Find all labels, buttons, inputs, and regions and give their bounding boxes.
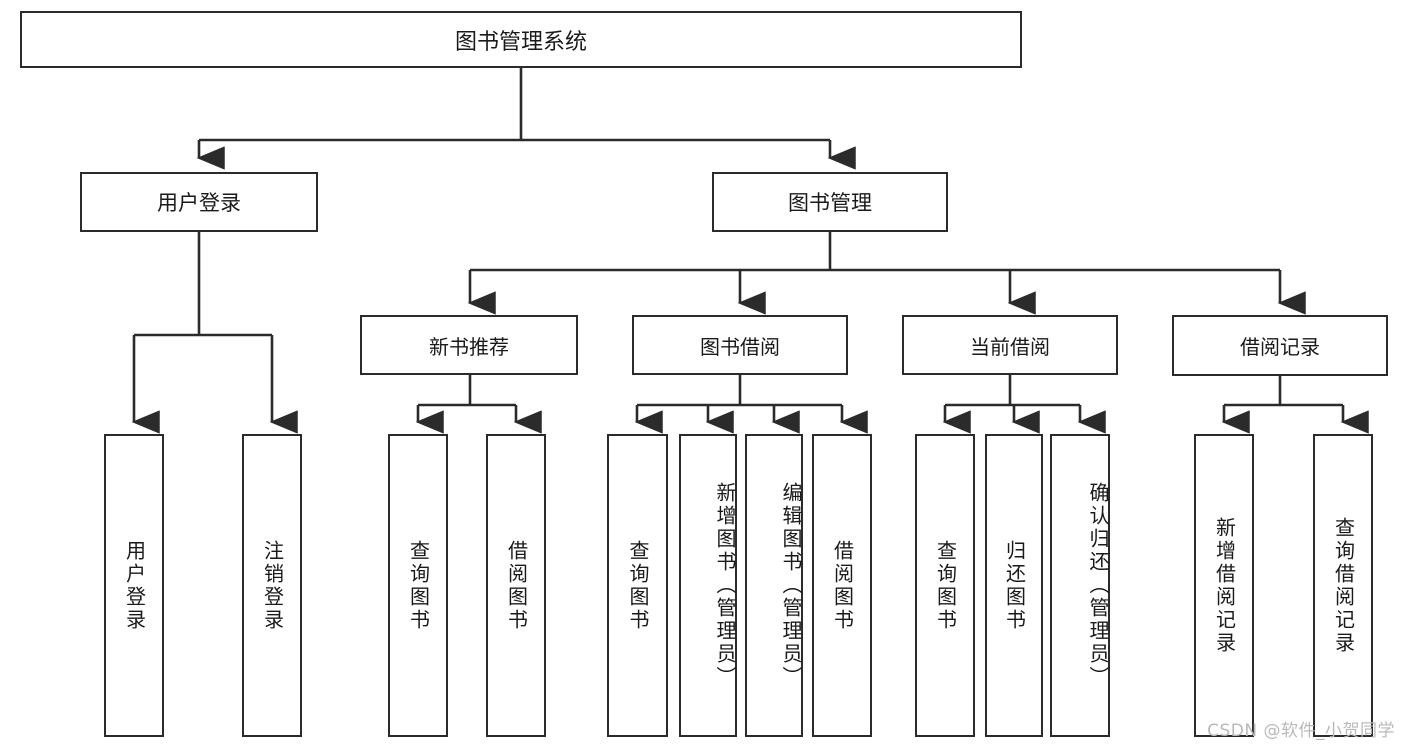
leaf-query-book-borrow[interactable]: 查询图书	[607, 434, 668, 737]
leaf-borrow-book[interactable]: 借阅图书	[812, 434, 872, 737]
leaf-confirm-return-admin[interactable]: 确认归还（管理员）	[1050, 434, 1110, 737]
node-current-borrow[interactable]: 当前借阅	[902, 315, 1118, 375]
node-borrow-record[interactable]: 借阅记录	[1172, 315, 1388, 376]
leaf-query-book-current[interactable]: 查询图书	[915, 434, 975, 737]
node-book-borrow[interactable]: 图书借阅	[632, 315, 848, 375]
csdn-watermark: CSDN @软件_小贺同学	[1207, 721, 1395, 741]
leaf-query-book-recommend[interactable]: 查询图书	[388, 434, 448, 737]
node-book-manage[interactable]: 图书管理	[712, 172, 948, 232]
node-new-book-recommend[interactable]: 新书推荐	[360, 315, 578, 375]
node-root-system[interactable]: 图书管理系统	[20, 11, 1022, 68]
node-user-login[interactable]: 用户登录	[80, 172, 318, 232]
leaf-user-login[interactable]: 用户登录	[104, 434, 164, 737]
leaf-return-book[interactable]: 归还图书	[985, 434, 1043, 737]
leaf-query-borrow-record[interactable]: 查询借阅记录	[1313, 434, 1373, 737]
leaf-user-logout[interactable]: 注销登录	[242, 434, 302, 737]
leaf-edit-book-admin[interactable]: 编辑图书（管理员）	[745, 434, 803, 737]
leaf-add-book-admin[interactable]: 新增图书（管理员）	[679, 434, 737, 737]
leaf-add-borrow-record[interactable]: 新增借阅记录	[1194, 434, 1254, 737]
leaf-borrow-book-recommend[interactable]: 借阅图书	[486, 434, 546, 737]
